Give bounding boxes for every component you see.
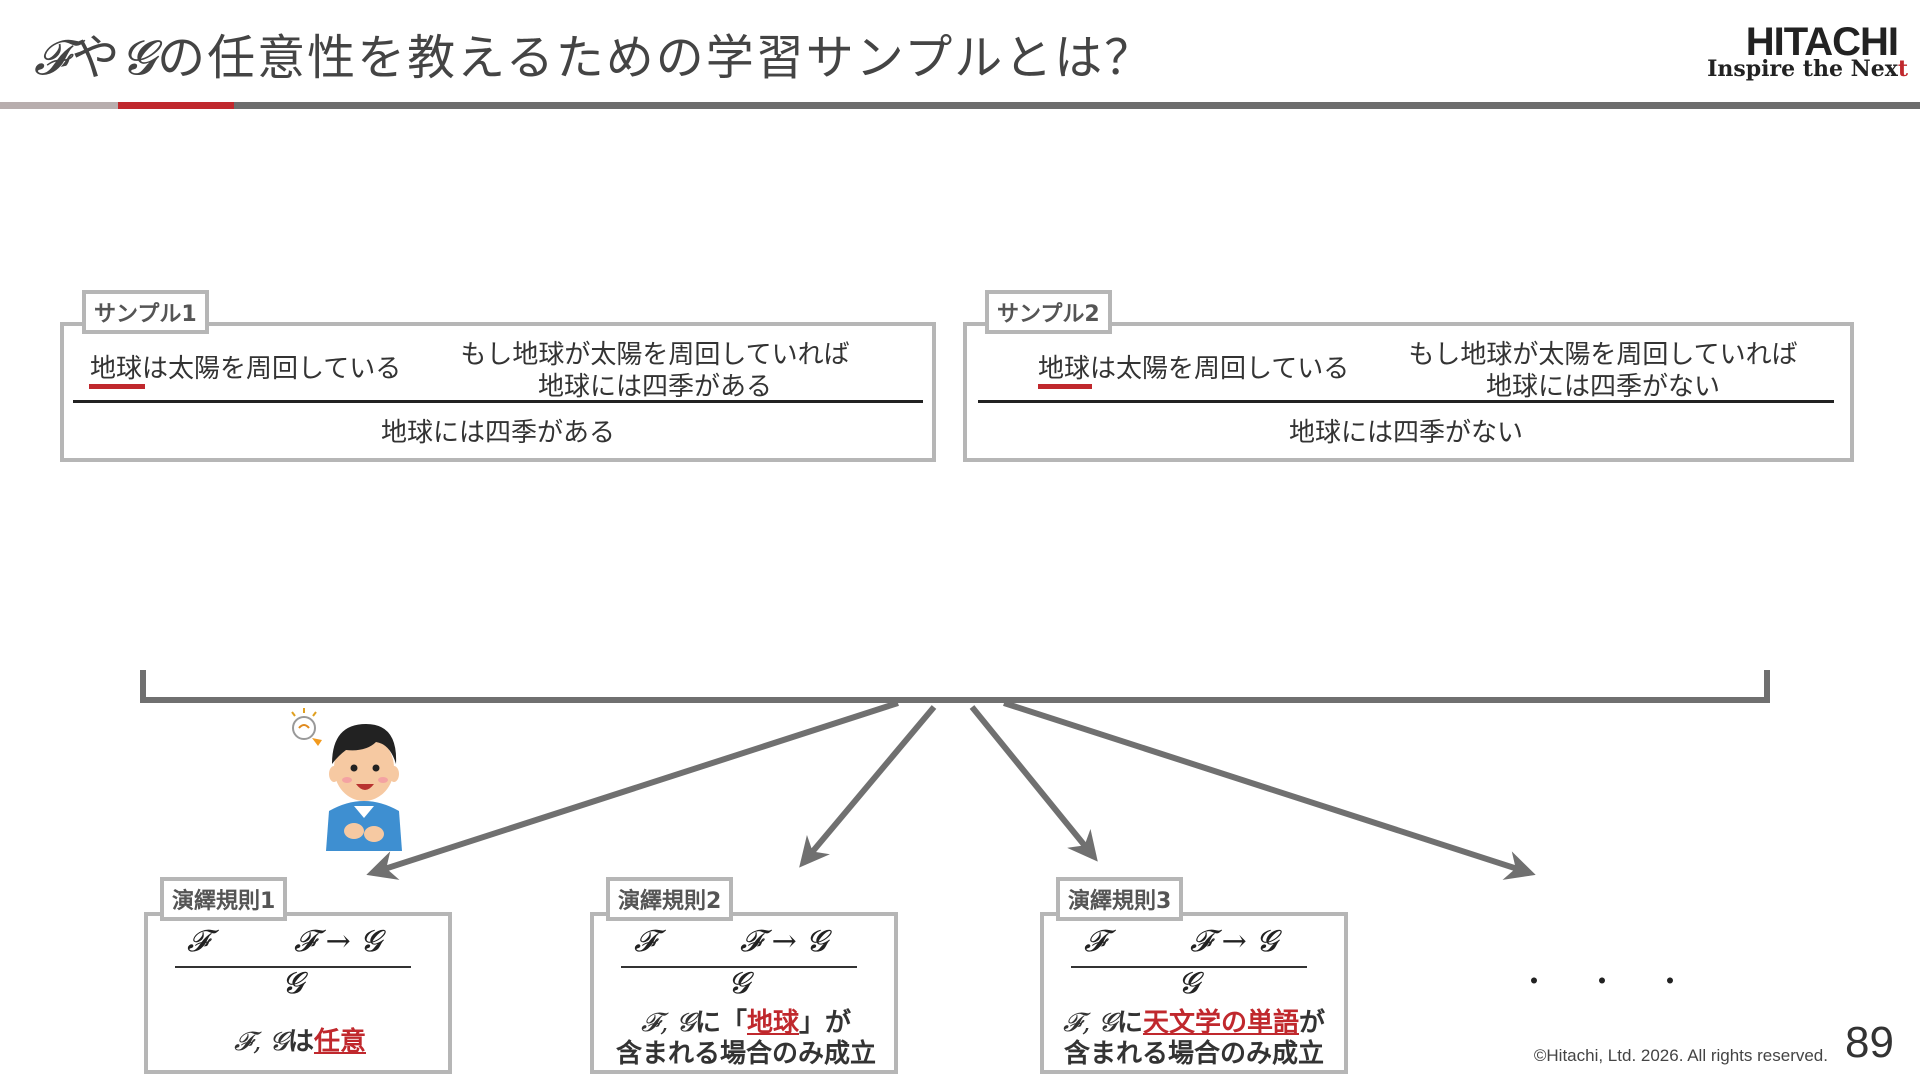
arrow-to-rule-2 [799, 705, 937, 868]
title-math-g: 𝓖 [121, 30, 158, 86]
rule-3-inference-line [1071, 966, 1307, 968]
rule-1-cond-text: は [287, 1027, 314, 1057]
tagline-accent: t [1897, 56, 1908, 82]
rule-3-premise-implication: 𝓕 → 𝓖 [1190, 924, 1278, 959]
rule-2-cond-text-2: 」が [799, 1008, 852, 1038]
sample-1-tag: サンプル1 [82, 290, 209, 334]
rule-3-tag: 演繹規則3 [1056, 877, 1184, 921]
sample-1-underline [89, 384, 145, 389]
person-idea-illustration [291, 708, 402, 851]
hitachi-logo: HITACHI [1745, 20, 1899, 64]
sample-1-box [60, 322, 936, 462]
sample-2-box [963, 322, 1854, 462]
rule-3-cond-highlight: 天文学の単語 [1142, 1008, 1299, 1038]
sample-1-conclusion: 地球には四季がある [380, 418, 615, 448]
rule-3-cond-text-1: に [1116, 1008, 1143, 1038]
copyright-text: ©Hitachi, Ltd. 2026. All rights reserved… [1533, 1046, 1828, 1065]
sample-2-premise-2-line-2: 地球には四季がない [1485, 372, 1720, 402]
sample-2-tag: サンプル2 [985, 290, 1112, 334]
rule-1-conclusion: 𝓖 [282, 966, 304, 1001]
arrow-to-rule-1 [366, 700, 899, 880]
sample-2-underline [1038, 384, 1092, 389]
rule-3-cond-text-2: が [1299, 1008, 1326, 1038]
lightbulb-icon [291, 708, 322, 746]
rule-2-box [590, 912, 898, 1074]
rule-2-tag: 演繹規則2 [606, 877, 734, 921]
rule-3-conclusion: 𝓖 [1178, 966, 1200, 1001]
rule-1-premise-f: 𝓕 [187, 924, 210, 959]
rule-3-premise-f: 𝓕 [1084, 924, 1107, 959]
samples-bracket [140, 670, 1770, 703]
rule-3-condition: 𝓕, 𝓖に天文学の単語が 含まれる場合のみ成立 [1044, 1008, 1344, 1070]
sample-2-premise-2-line-1: もし地球が太陽を周回していれば [1408, 340, 1798, 370]
rule-2-cond-math: 𝓕, 𝓖 [640, 1008, 695, 1038]
hitachi-tagline: Inspire the Next [1707, 56, 1908, 82]
rule-2-conclusion: 𝓖 [728, 966, 750, 1001]
title-text-2: の任意性を教えるための学習サンプルとは？ [157, 30, 1155, 86]
page-number: 89 [1845, 1018, 1894, 1067]
sample-1-inference-line [73, 400, 923, 403]
sample-1-premise-2-line-1: もし地球が太陽を周回していれば [460, 340, 850, 370]
title-text-1: や [71, 30, 122, 86]
rule-2-cond-highlight: 地球 [746, 1008, 799, 1038]
rule-1-cond-math: 𝓕, 𝓖 [233, 1027, 288, 1057]
rule-2-cond-line-2: 含まれる場合のみ成立 [615, 1039, 876, 1069]
sample-2-conclusion: 地球には四季がない [1288, 418, 1523, 448]
sample-1-premise-2-line-2: 地球には四季がある [537, 372, 772, 402]
page-title: 𝓕や𝓖の任意性を教えるための学習サンプルとは？ [34, 18, 1154, 88]
arrow-to-rule-3 [969, 705, 1098, 862]
rule-2-cond-text-1: に「 [694, 1008, 747, 1038]
header-rule [0, 102, 1920, 109]
rule-1-cond-highlight: 任意 [313, 1027, 366, 1057]
rule-1-box [144, 912, 452, 1074]
sample-1-premise-1: 地球は太陽を周回している [90, 354, 402, 384]
more-rules-ellipsis: ・・・ [1520, 965, 1725, 998]
rule-2-inference-line [621, 966, 857, 968]
title-math-f: 𝓕 [34, 30, 72, 86]
rule-2-condition: 𝓕, 𝓖に「地球」が 含まれる場合のみ成立 [596, 1008, 896, 1070]
rule-3-cond-math: 𝓕, 𝓖 [1062, 1008, 1117, 1038]
rule-2-premise-implication: 𝓕 → 𝓖 [740, 924, 828, 959]
arrow-to-more-rules [1003, 700, 1536, 880]
rule-3-box [1040, 912, 1348, 1074]
rule-3-cond-line-2: 含まれる場合のみ成立 [1063, 1039, 1324, 1069]
tagline-text: Inspire the Nex [1707, 56, 1898, 82]
rule-2-premise-f: 𝓕 [634, 924, 657, 959]
sample-2-inference-line [978, 400, 1834, 403]
rule-1-premise-implication: 𝓕 → 𝓖 [294, 924, 382, 959]
rule-1-condition: 𝓕, 𝓖は任意 [150, 1027, 450, 1058]
rule-1-inference-line [175, 966, 411, 968]
rule-1-tag: 演繹規則1 [160, 877, 288, 921]
sample-2-premise-1: 地球は太陽を周回している [1038, 354, 1350, 384]
